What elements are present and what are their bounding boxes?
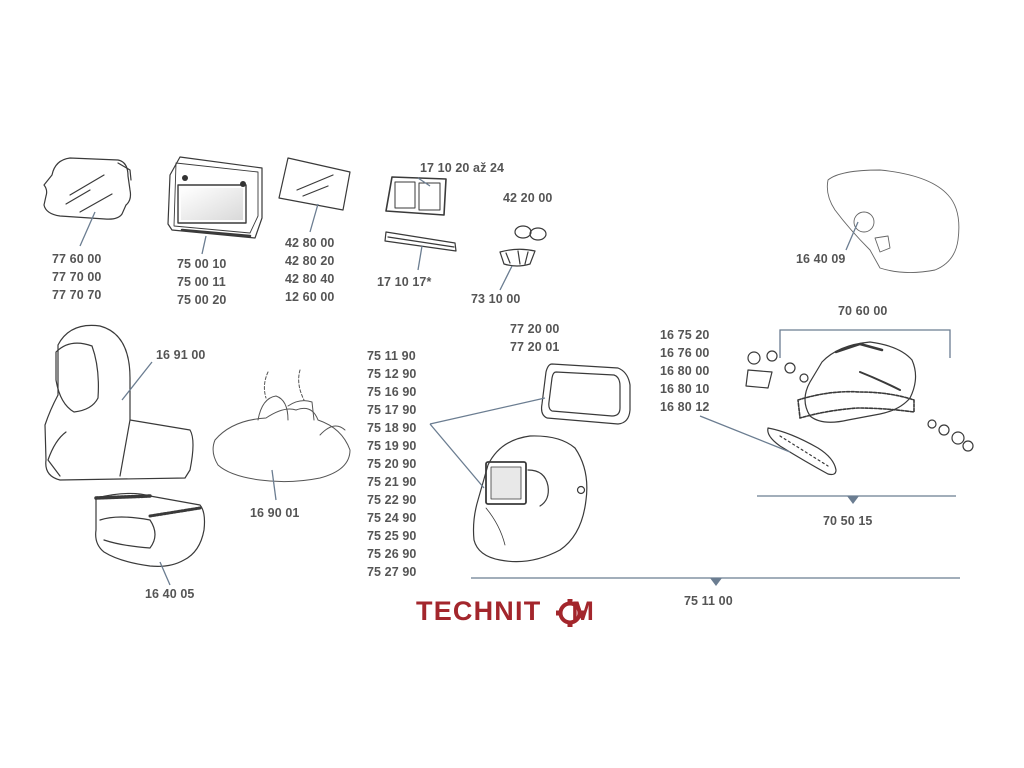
label-shell-variants: 75 11 90 75 12 90 75 16 90 75 17 90 75 1… <box>367 347 416 581</box>
label-lens-curved: 77 60 00 77 70 00 77 70 70 <box>52 250 101 304</box>
part-number: 42 80 40 <box>285 272 335 286</box>
part-number: 75 20 90 <box>367 457 417 471</box>
part-number: 75 11 90 <box>367 349 416 363</box>
leader-shell <box>429 423 485 489</box>
label-frame: 75 00 10 75 00 11 75 00 20 <box>177 255 226 309</box>
label-respirator: 16 90 01 <box>250 506 300 520</box>
part-number: 75 00 11 <box>177 275 226 289</box>
label-head-cover: 16 91 00 <box>156 348 206 362</box>
part-number: 77 20 01 <box>510 340 560 354</box>
side-window-drawing <box>540 363 631 425</box>
label-neck-protector: 16 40 05 <box>145 587 195 601</box>
leader-sweatband <box>699 415 791 453</box>
leader-hood <box>845 221 859 251</box>
sweatband-drawing <box>767 427 837 476</box>
part-number: 77 60 00 <box>52 252 102 266</box>
hood-cover-drawing <box>826 169 960 273</box>
part-number: 75 00 20 <box>177 293 227 307</box>
label-headband-parts: 16 75 20 16 76 00 16 80 00 16 80 10 16 8… <box>660 326 709 416</box>
holder-strip-drawing <box>384 231 457 252</box>
part-number: 75 18 90 <box>367 421 417 435</box>
label-lens-holder: 17 10 20 až 24 <box>420 161 505 175</box>
part-number: 42 80 20 <box>285 254 335 268</box>
curved-lens-drawing <box>43 157 132 220</box>
label-clip: 73 10 00 <box>471 292 521 306</box>
headband-drawing <box>745 341 974 452</box>
label-rings: 42 20 00 <box>503 191 553 205</box>
part-number: 16 80 12 <box>660 400 710 414</box>
label-helmet-complete: 75 11 00 <box>684 594 733 608</box>
part-number: 16 75 20 <box>660 328 710 342</box>
part-number: 12 60 00 <box>285 290 335 304</box>
leader-holder <box>417 177 431 187</box>
part-number: 75 00 10 <box>177 257 227 271</box>
part-number: 75 19 90 <box>367 439 417 453</box>
brand-name-post: M <box>571 596 596 626</box>
part-number: 77 70 70 <box>52 288 102 302</box>
part-number: 75 21 90 <box>367 475 417 489</box>
part-number: 75 27 90 <box>367 565 417 579</box>
part-number: 75 16 90 <box>367 385 417 399</box>
part-number: 75 26 90 <box>367 547 417 561</box>
lens-holder-drawing <box>385 176 447 216</box>
head-cover-drawing <box>44 324 194 481</box>
label-holder-strip: 17 10 17* <box>377 275 432 289</box>
leader-strip <box>417 245 423 271</box>
clip-drawing <box>499 248 536 267</box>
cover-plate-drawing <box>278 157 351 211</box>
leader-cover <box>309 203 319 233</box>
rings-drawing <box>514 225 547 241</box>
brand-gear-icon <box>556 599 584 627</box>
leader-lens <box>79 211 96 247</box>
frame-drawing <box>167 156 263 239</box>
part-number: 75 17 90 <box>367 403 417 417</box>
leader-headcover <box>121 361 153 401</box>
part-number: 75 12 90 <box>367 367 417 381</box>
helmet-shell-drawing <box>472 435 588 563</box>
label-headband-set: 70 60 00 <box>838 304 888 318</box>
leader-window <box>429 397 546 425</box>
part-number: 16 80 00 <box>660 364 710 378</box>
bracket-headband-set <box>779 329 951 358</box>
brand-name-pre: TECHNIT <box>416 596 542 626</box>
leader-clip <box>499 265 513 291</box>
leader-respirator <box>271 469 277 501</box>
respirator-drawing <box>212 369 351 483</box>
neck-protector-drawing <box>94 492 206 567</box>
part-number: 16 80 10 <box>660 382 710 396</box>
label-headband: 70 50 15 <box>823 514 873 528</box>
part-number: 16 76 00 <box>660 346 710 360</box>
part-number: 42 80 00 <box>285 236 335 250</box>
label-cover-plate: 42 80 00 42 80 20 42 80 40 12 60 00 <box>285 234 334 306</box>
part-number: 75 24 90 <box>367 511 417 525</box>
part-number: 77 70 00 <box>52 270 102 284</box>
label-side-window: 77 20 00 77 20 01 <box>510 320 559 356</box>
leader-frame <box>201 235 207 255</box>
part-number: 75 22 90 <box>367 493 417 507</box>
label-hood-cover: 16 40 09 <box>796 252 846 266</box>
leader-neck <box>159 561 171 586</box>
part-number: 75 25 90 <box>367 529 417 543</box>
brand-logo: TECHNIT M <box>416 596 595 627</box>
part-number: 77 20 00 <box>510 322 560 336</box>
